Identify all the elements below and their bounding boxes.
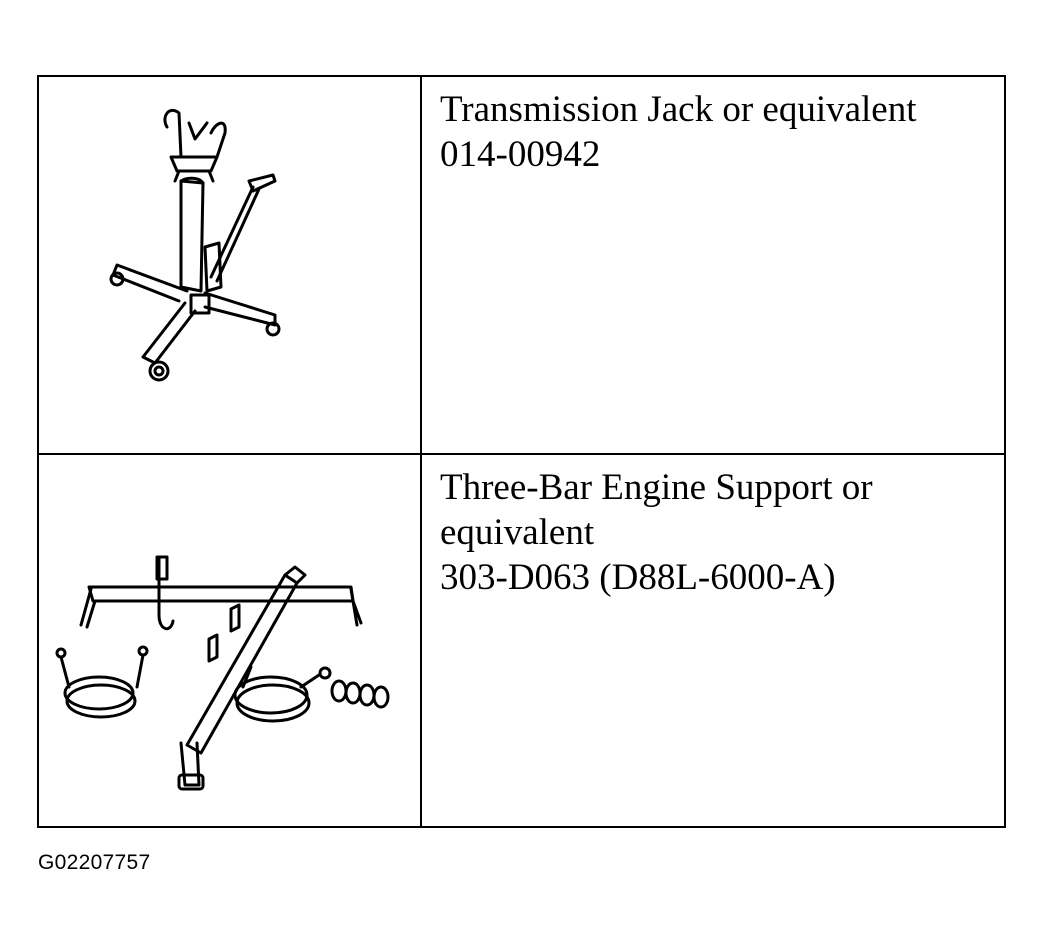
tool-description: Transmission Jack or equivalent 014-0094… (422, 77, 1004, 453)
tool-image-cell (39, 77, 422, 453)
tool-name: Transmission Jack or equivalent (440, 89, 917, 130)
part-number: 014-00942 (440, 134, 601, 175)
tool-table: Transmission Jack or equivalent 014-0094… (37, 75, 1006, 828)
tool-row-transmission-jack: Transmission Jack or equivalent 014-0094… (39, 77, 1004, 455)
part-number: 303-D063 (D88L-6000-A) (440, 557, 836, 598)
transmission-jack-icon (109, 108, 281, 382)
tool-image-cell (39, 455, 422, 828)
tool-description: Three-Bar Engine Support or equivalent 3… (422, 455, 1004, 828)
tool-row-engine-support: Three-Bar Engine Support or equivalent 3… (39, 455, 1004, 828)
figure-id: G02207757 (38, 851, 151, 874)
tool-name: Three-Bar Engine Support or equivalent (440, 467, 873, 553)
three-bar-engine-support-icon (55, 555, 390, 791)
